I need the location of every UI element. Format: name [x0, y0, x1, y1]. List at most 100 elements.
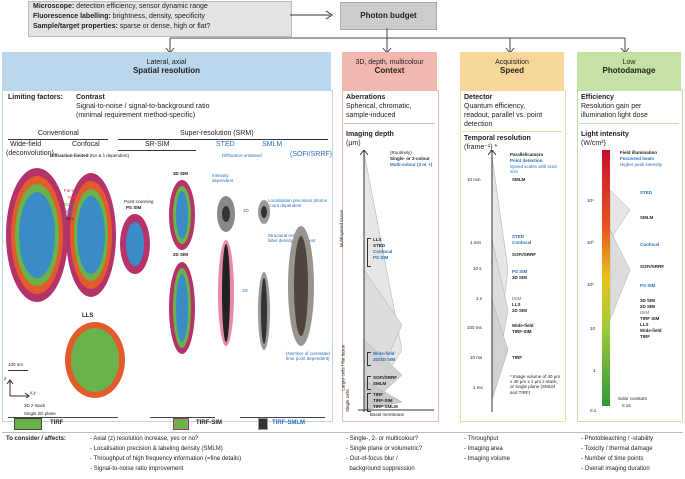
scale-bar: [8, 370, 28, 371]
spd-tirf: TIRF: [512, 355, 522, 360]
photon-budget-box: Photon budget: [340, 2, 437, 30]
bottom-speed-1: - Throughput: [464, 436, 499, 442]
axis-xy-label: x,y: [30, 390, 36, 395]
panel-photodamage: [577, 90, 683, 422]
psf-widefield-blue: [19, 192, 55, 278]
tirf-smlm-bar: [258, 418, 268, 430]
basal-label: Basal membrane: [370, 412, 405, 417]
side-multilayered: Multilayered tissue: [339, 209, 345, 248]
psf-sofi-inner: [294, 236, 308, 336]
legend-blue: Blue: [66, 209, 76, 214]
psf-smlm-3d-inner: [261, 206, 267, 218]
sim3d-label: 3D SIM: [173, 171, 189, 176]
psf-sted-3d-inner: [222, 206, 230, 222]
tirf-bar-1-line: [8, 417, 118, 418]
srm-label: Super-resolution (SRM): [180, 130, 254, 137]
bottom-spatial-1: - Axial (z) resolution increase, yes or …: [90, 436, 199, 442]
spd-sim3d: 3D SIM: [512, 275, 528, 280]
temporal-title: Temporal resolution: [464, 135, 531, 142]
light-tick-01: 0.1: [590, 408, 597, 413]
speed-note: * Image volume of 40 μm x 40 μm x 1 μm z…: [510, 374, 561, 395]
psf-sted-2d-inner: [222, 244, 230, 342]
budget-branches: [165, 28, 630, 54]
pd-sim3d: 3D SIM: [640, 298, 656, 303]
speed-wedges: [487, 150, 509, 412]
legend-em: Em.: [66, 216, 75, 221]
tick-10ms: 10 ms: [470, 355, 483, 360]
sted-2d-label: 2D: [242, 288, 248, 293]
temporal-unit: (frame⁻¹) *: [464, 144, 498, 151]
photo-wedges: [610, 189, 631, 321]
psf-smlm-2d-inner: [261, 278, 267, 344]
legend-farred: Far-red: [64, 188, 79, 193]
spd-isim: ISIM: [512, 296, 522, 301]
group2-bracket: [367, 352, 371, 366]
limiting-line2: (minimal requirement method-specific): [76, 112, 196, 119]
light-tick-1: 1: [593, 368, 596, 373]
photo-l1: Resolution gain per: [581, 103, 642, 110]
confocal-label: Confocal: [72, 141, 100, 148]
pd-tirfsim: TIRF SIM: [640, 316, 660, 321]
light-tick-10k: 10⁴: [587, 198, 594, 203]
tick-10min: 10 min: [467, 177, 481, 182]
diff-unlimited-label: Diffraction-unlimited: [222, 153, 262, 158]
light-tick-100: 10²: [587, 282, 594, 287]
limiting-label: Limiting factors:: [8, 94, 63, 101]
tirf-bar-1: [14, 418, 42, 430]
routinely-label: (Routinely): [390, 150, 412, 155]
speed-l3: detection: [464, 121, 493, 128]
depth-unit: (μm): [346, 140, 361, 147]
legend-green: Green: [64, 202, 77, 207]
panel-speed: [460, 90, 566, 422]
scale-label: 100 nm: [8, 362, 24, 367]
spd-sim2d: 2D SIM: [512, 308, 528, 313]
pd-smlm: SMLM: [640, 215, 654, 220]
light-gradient-bar: [602, 150, 610, 406]
psf-sim2d-blue: [176, 274, 188, 342]
pd-tirf: TIRF: [640, 334, 650, 339]
sim2d-label: 2D SIM: [173, 252, 189, 257]
bottom-context-2: - Single plane or volumetric?: [346, 446, 423, 452]
spd-tirfsim: TIRF-SIM: [512, 329, 532, 334]
group1-bracket: [367, 238, 371, 267]
deconvolution-label: (deconvolution): [6, 150, 54, 157]
ctx-tirfsmlm: TIRF-SMLM: [373, 404, 398, 409]
psf-confocal-blue: [77, 196, 105, 274]
speed-legend2: Point detection: [510, 158, 543, 163]
spd-widefield: Wide-field: [512, 323, 534, 328]
speed-l2: readout, parallel vs. point: [464, 112, 543, 119]
tick-10s: 10 s: [473, 266, 482, 271]
conventional-label: Conventional: [38, 130, 79, 137]
bottom-photo-3: - Number of time points: [581, 456, 644, 462]
depth-title: Imaging depth: [346, 131, 394, 138]
ctx-widefield: Wide-field: [373, 351, 395, 356]
ctx-tirf: TIRF: [373, 392, 383, 397]
tirf-smlm-label: TIRF-SMLM: [272, 420, 305, 426]
bottom-speed-2: - Imaging area: [464, 446, 503, 452]
ctx-sofi: SOFI/SRRF: [373, 375, 398, 380]
speed-legend3: Speed scales with scan size: [510, 164, 558, 175]
spd-sted: STED: [512, 234, 525, 239]
intensity-dependent-label: Intensity dependent: [212, 173, 234, 184]
constraint-sample: Sample/target properties: sparse or dens…: [33, 23, 211, 30]
pd-confocal: Confocal: [640, 242, 660, 247]
spd-smlm: SMLM: [512, 177, 526, 182]
ctx-lls: LLS: [373, 237, 382, 242]
smlm-label: SMLM: [262, 141, 283, 148]
constraint-microscope: Microscope: detection efficiency, sensor…: [33, 3, 208, 10]
sofi-label: (SOFI/SRRF): [290, 151, 332, 158]
lls-label: LLS: [82, 313, 94, 319]
tirf-sim-line: [150, 417, 215, 418]
zstack-label: 3D z-stack: [24, 403, 46, 408]
speed-l1: Quantum efficiency,: [464, 103, 526, 110]
pd-sofi: SOFI/SRRF: [640, 264, 665, 269]
ctx-sim: 2D/3D SIM: [373, 357, 396, 362]
ctx-smlm: SMLM: [373, 381, 387, 386]
spd-lls: LLS: [512, 302, 521, 307]
pd-lls: LLS: [640, 322, 649, 327]
side-larger: Larger cells / flat tissue: [340, 344, 346, 391]
solar-label: Solar constant: [618, 396, 647, 401]
pd-sim2d: 2D SIM: [640, 304, 656, 309]
